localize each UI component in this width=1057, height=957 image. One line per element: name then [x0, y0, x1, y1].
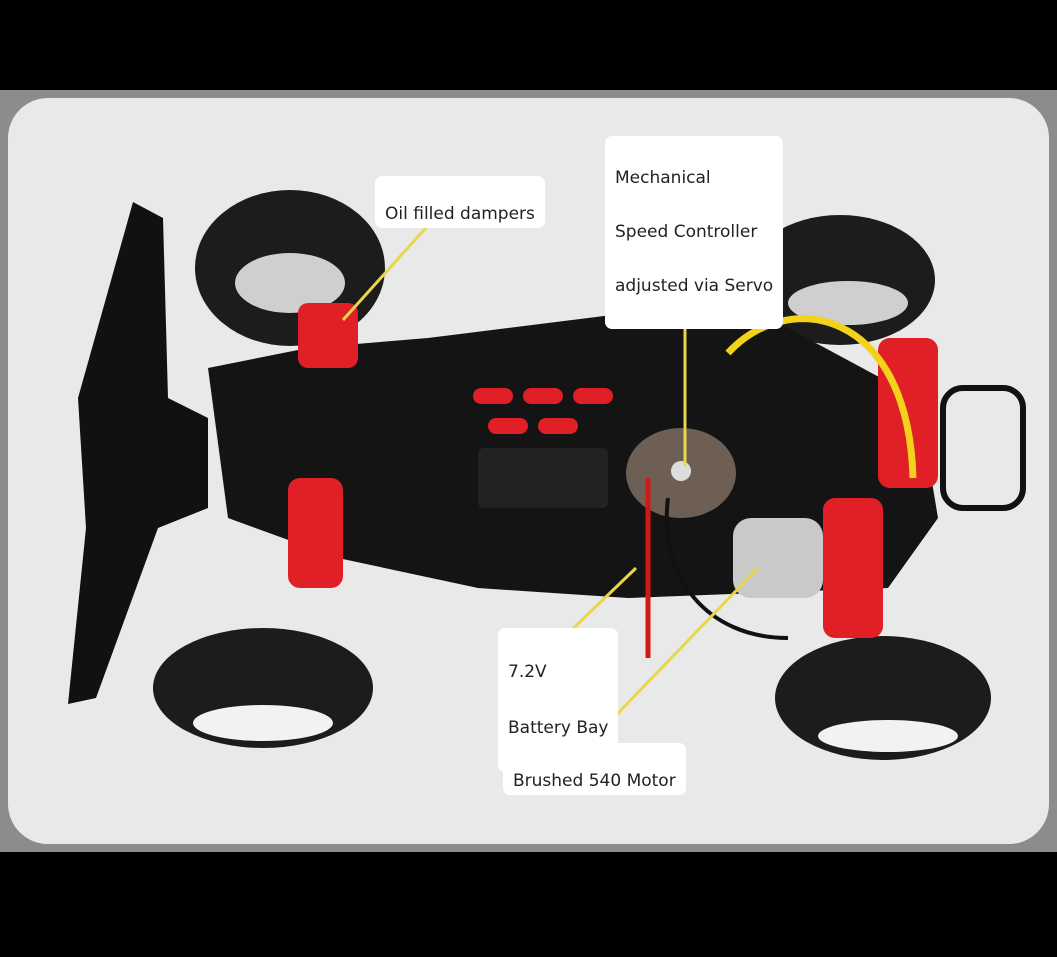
- label-oil-filled-dampers: Oil filled dampers: [375, 176, 545, 228]
- front-bumper: [940, 385, 1026, 511]
- servo: [478, 448, 608, 508]
- label-brushed-motor: Brushed 540 Motor: [503, 743, 686, 795]
- tire-rear-bottom: [153, 628, 373, 748]
- rc-car-photo: Oil filled dampers Mechanical Speed Cont…: [8, 98, 1049, 844]
- tire-front-bottom: [775, 636, 991, 760]
- tire-front-top: [745, 215, 935, 345]
- image-frame: Oil filled dampers Mechanical Speed Cont…: [0, 90, 1057, 852]
- rear-wing: [68, 202, 208, 704]
- rc-buggy-illustration: [68, 190, 1026, 760]
- label-speed-controller: Mechanical Speed Controller adjusted via…: [605, 136, 784, 329]
- damper-front-bottom: [823, 498, 883, 638]
- motor: [733, 518, 823, 598]
- damper-front-top: [878, 338, 938, 488]
- damper-rear-bottom: [288, 478, 343, 588]
